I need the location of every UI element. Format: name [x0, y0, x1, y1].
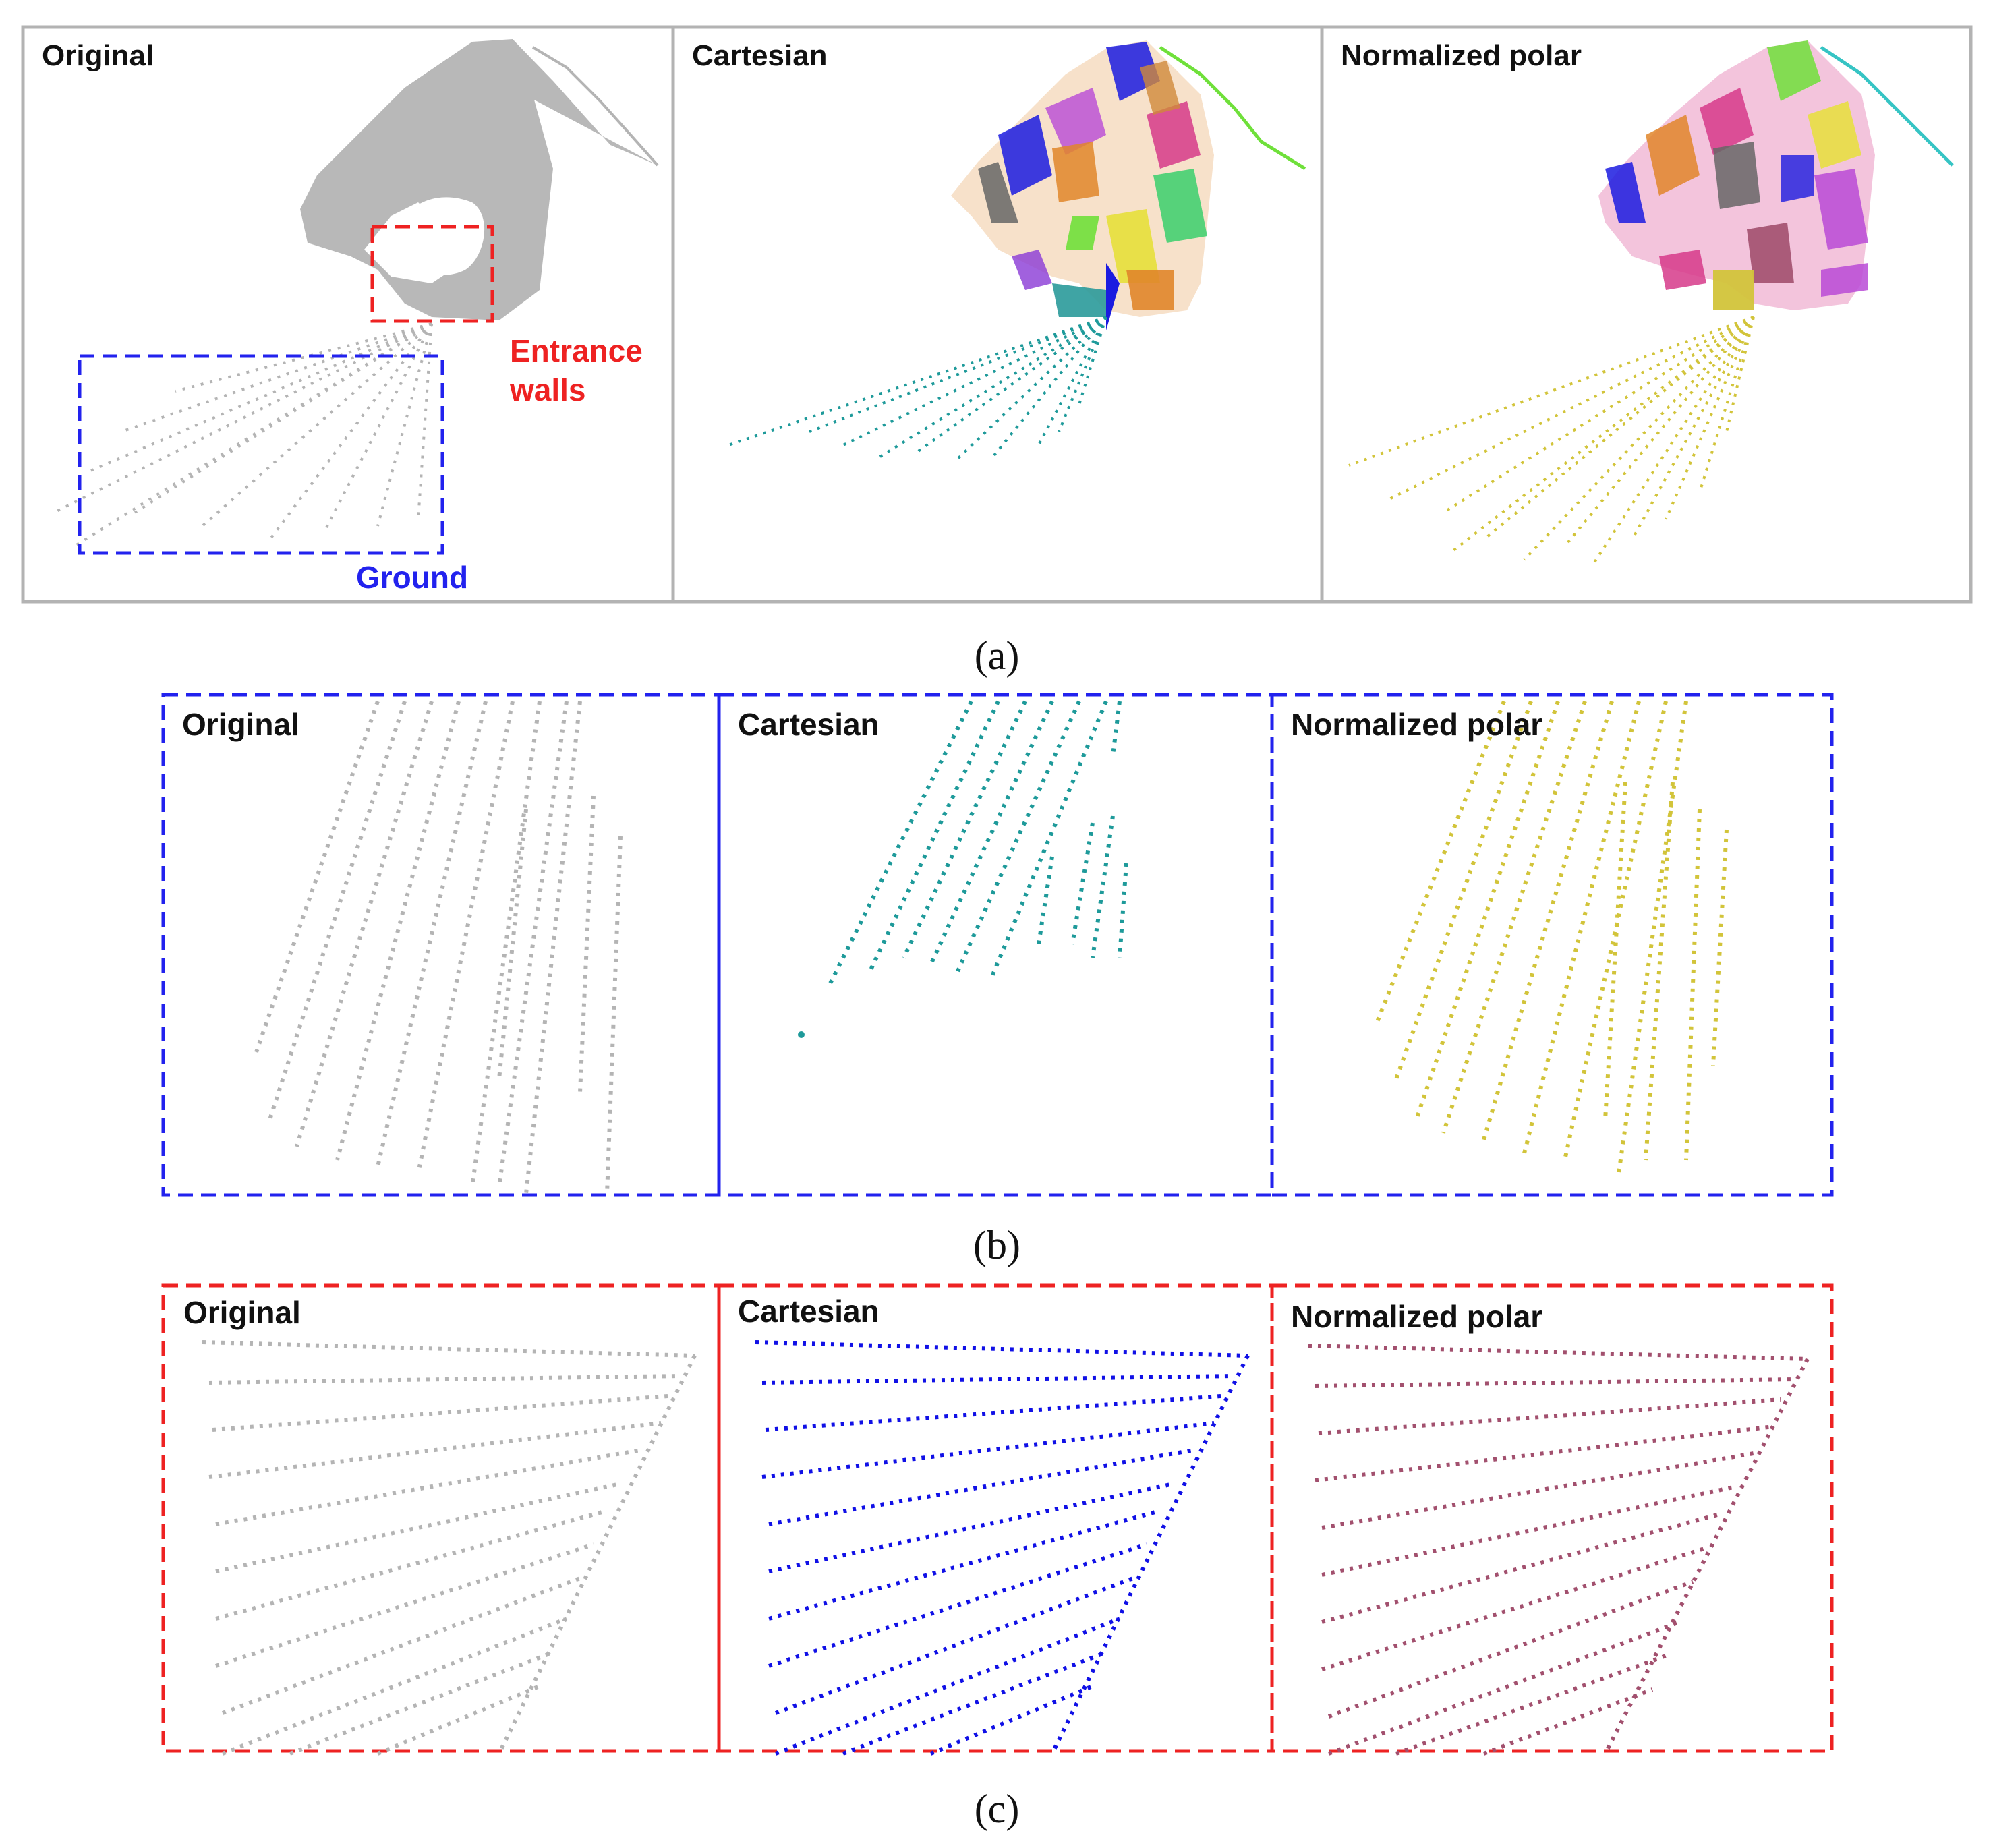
scan-original: [53, 39, 659, 548]
seg-cart-8: [1126, 270, 1174, 310]
panel-b-original-points: [254, 701, 623, 1194]
seg-cart-3: [998, 115, 1052, 196]
panel-a-title-cartesian: Cartesian: [692, 39, 828, 72]
panel-a-title-polar: Normalized polar: [1341, 39, 1582, 72]
seg-cart-6: [1153, 169, 1207, 243]
panel-b-box-3: [1270, 693, 1834, 1197]
seg-polar-9: [1605, 162, 1646, 223]
panel-a-title-original: Original: [42, 39, 154, 72]
annotation-ground: Ground: [356, 560, 468, 595]
ground-box: [78, 354, 444, 555]
panel-c-box-3: [1270, 1283, 1834, 1753]
panel-b-title-original: Original: [182, 707, 299, 742]
seg-cart-14: [1140, 61, 1180, 115]
caption-a: (a): [975, 633, 1020, 678]
panel-a-frame: [21, 25, 1973, 604]
panel-c-box-1: [161, 1283, 721, 1753]
seg-polar-4: [1713, 142, 1760, 209]
seg-polar-6: [1814, 169, 1868, 250]
panel-c-title-cartesian: Cartesian: [738, 1294, 879, 1329]
seg-cart-4: [1052, 142, 1099, 202]
scan-cartesian-ground: [728, 316, 1107, 460]
panel-c-polar-points: [1308, 1344, 1810, 1756]
seg-polar-arc: [1820, 45, 1954, 167]
panel-a: Original Cartesian Normalized polar Entr…: [21, 25, 1973, 604]
panel-b-title-polar: Normalized polar: [1291, 707, 1542, 742]
scan-original-arc: [531, 46, 659, 167]
caption-c: (c): [975, 1787, 1020, 1831]
seg-cart-10: [978, 162, 1018, 223]
panel-c: Original Cartesian Normalized polar: [161, 1283, 1834, 1756]
seg-polar-10: [1659, 250, 1706, 290]
seg-cart-5: [1147, 101, 1201, 169]
seg-polar-11: [1781, 155, 1814, 202]
seg-cart-13: [1066, 216, 1099, 250]
seg-polar-8: [1713, 270, 1754, 310]
seg-cart-11: [1052, 283, 1106, 317]
seg-polar-3: [1646, 115, 1700, 196]
caption-b: (b): [973, 1223, 1020, 1267]
panel-c-title-polar: Normalized polar: [1291, 1299, 1542, 1334]
panel-b-polar-points: [1374, 700, 1729, 1174]
scan-polar-ground: [1348, 316, 1755, 568]
scan-original-inner-hole: [395, 197, 485, 275]
seg-cart-7: [1106, 209, 1160, 283]
panel-c-title-original: Original: [183, 1295, 301, 1330]
scan-cartesian: [728, 40, 1306, 460]
annotation-entrance-line1: Entrance: [510, 333, 643, 368]
seg-polar-7: [1747, 223, 1794, 283]
panel-c-box-2: [717, 1283, 1274, 1753]
panel-b-cartesian-outlier: [798, 1031, 805, 1038]
seg-polar-5: [1808, 101, 1861, 169]
entrance-walls-box: [370, 225, 494, 323]
panel-b: Original Cartesian Normalized polar: [161, 693, 1834, 1197]
seg-polar-2: [1700, 88, 1754, 155]
seg-cart-2: [1045, 88, 1106, 155]
panel-c-cartesian-points: [755, 1340, 1250, 1756]
seg-polar-12: [1821, 263, 1868, 297]
seg-cart-12: [1012, 250, 1052, 290]
panel-b-box-1: [161, 693, 721, 1197]
seg-cart-9: [1106, 263, 1120, 330]
panel-c-original-points: [202, 1340, 697, 1756]
panel-b-box-2: [717, 693, 1274, 1197]
panel-b-title-cartesian: Cartesian: [738, 707, 879, 742]
seg-cart-arc: [1159, 45, 1306, 171]
scan-polar: [1348, 40, 1954, 568]
seg-polar-1: [1767, 40, 1821, 101]
panel-b-cartesian-points: [828, 700, 1128, 986]
annotation-entrance-line2: walls: [509, 372, 586, 407]
scan-original-body: [300, 39, 658, 320]
